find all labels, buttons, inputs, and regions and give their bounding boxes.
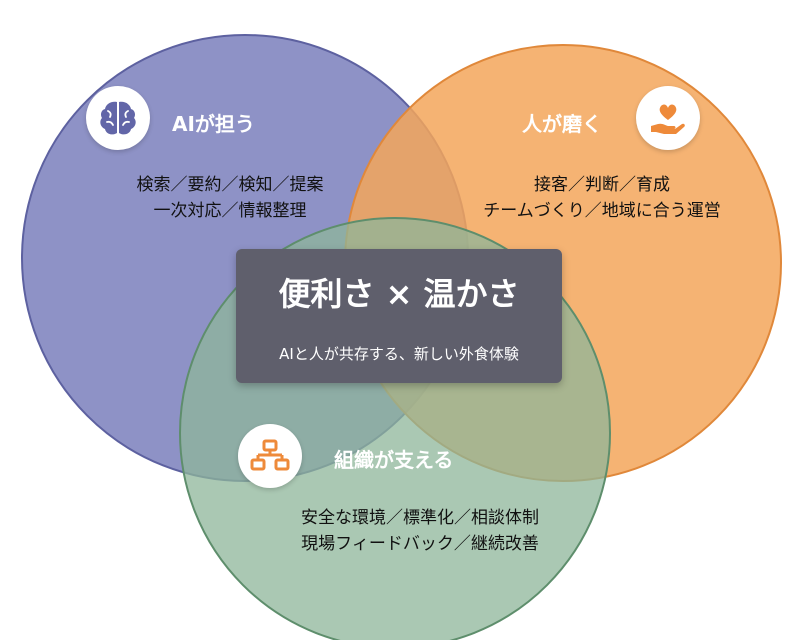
human-circle-line-1: 接客／判断／育成 [534, 175, 670, 195]
human-circle-line-2: チームづくり／地域に合う運営 [483, 201, 721, 221]
center-callout: 便利さ × 温かさ AIと人が共存する、新しい外食体験 [236, 249, 562, 383]
heart-hand-icon-badge [636, 86, 700, 150]
organization-circle-line-1: 安全な環境／標準化／相談体制 [301, 508, 539, 528]
human-circle-description: 接客／判断／育成 チームづくり／地域に合う運営 [452, 172, 752, 224]
brain-icon [100, 101, 136, 135]
organization-circle-line-2: 現場フィードバック／継続改善 [301, 534, 539, 554]
org-chart-icon [250, 439, 290, 471]
heart-hand-icon [651, 104, 685, 134]
center-subtitle: AIと人が共存する、新しい外食体験 [279, 345, 519, 363]
organization-circle-title: 組織が支える [334, 448, 454, 472]
ai-circle-line-2: 一次対応／情報整理 [153, 201, 307, 221]
organization-circle-description: 安全な環境／標準化／相談体制 現場フィードバック／継続改善 [260, 505, 580, 557]
ai-circle-title: AIが担う [172, 112, 255, 136]
brain-icon-badge [86, 86, 150, 150]
org-chart-icon-badge [238, 424, 302, 488]
center-title: 便利さ × 温かさ [278, 275, 520, 313]
ai-circle-description: 検索／要約／検知／提案 一次対応／情報整理 [100, 172, 360, 224]
ai-circle-line-1: 検索／要約／検知／提案 [136, 175, 324, 195]
human-circle-title: 人が磨く [522, 112, 602, 136]
